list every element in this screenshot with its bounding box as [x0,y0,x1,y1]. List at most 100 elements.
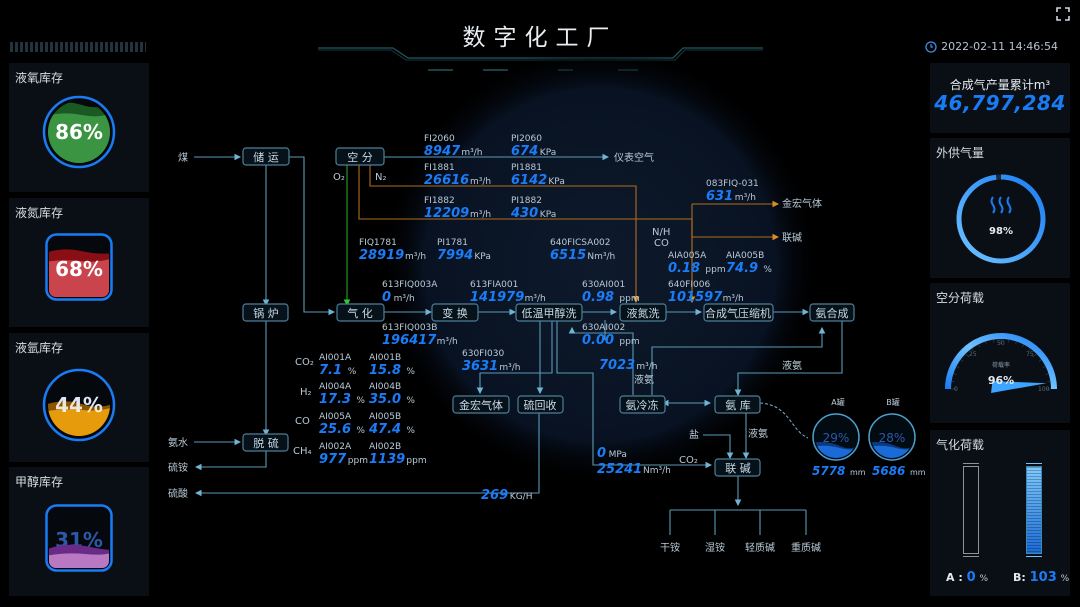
svg-text:液氮洗: 液氮洗 [627,306,660,320]
svg-text:氨冷冻: 氨冷冻 [626,398,659,412]
gauge-tick [977,344,981,348]
gauge-ticks [951,339,1051,390]
reading-unit: % [406,426,415,436]
gauge-tick [960,359,964,362]
reading-value: 269 [481,488,508,503]
node-syngas-compressor[interactable]: 合成气压缩机 [703,303,774,322]
reading-tag: 083FIQ-031 [706,179,759,189]
reading-tag: 630AI001 [582,280,625,290]
datetime-display: 2022-02-11 14:46:54 [925,40,1058,53]
node-shift[interactable]: 变 换 [431,303,479,322]
reading-unit: % [356,426,365,436]
fullscreen-icon[interactable] [1056,7,1070,21]
reading-tag: 613FIQ003A [382,280,438,290]
svg-text:锅 炉: 锅 炉 [253,307,279,320]
reading-unit: ppm [406,456,426,466]
gauge-label: 44% [55,393,103,417]
reading-unit: m³/h [636,362,657,372]
node-gasification[interactable]: 气 化 [336,303,385,322]
reading-value: 7.1 [319,363,342,378]
svg-text:储 运: 储 运 [253,150,279,164]
node-rectisol[interactable]: 低温甲醇洗 [515,303,583,322]
label-sulfuric-acid: 硫酸 [168,487,188,500]
reading-tag: PI1882 [511,196,542,206]
reading-value: 25241 [597,462,642,477]
gauge-tick [985,341,987,345]
node-air-separation[interactable]: 空 分 [335,147,385,166]
gauge-tick [1045,373,1049,375]
node-soda-ash[interactable]: 联 碱 [714,458,761,477]
tick-label: 0 [954,386,958,393]
node-ammonia-synthesis[interactable]: 氨合成 [809,303,855,322]
panel-title: 液氧库存 [15,71,64,85]
node-sulfur-recovery[interactable]: 硫回收 [517,395,564,414]
node-ammonia-storage[interactable]: 氨 库 [714,395,761,414]
panel-title: 气化荷载 [936,438,985,452]
reading-tag: AIA005A [668,251,707,261]
reading-unit: m³/h [461,148,482,158]
reading-unit: m³/h [470,177,491,187]
tank-name: B罐 [886,397,900,407]
supply-ring-arc [956,174,1046,264]
reading-unit: % [763,265,772,275]
reading-tag: FI2060 [424,134,455,144]
reading-tag: AI005B [369,412,401,422]
reading-unit: m³/h [405,252,426,262]
reading-value: 12209 [424,206,469,221]
svg-text:变 换: 变 换 [442,306,468,320]
reading-value: 674 [511,144,538,159]
tank-level: 5778 [812,464,845,478]
label-liquid-ammonia: 液氨 [634,373,654,386]
supply-ring-gauge: 98% [956,174,1046,264]
gasifier-b-readout: B: 103 % [1013,570,1069,585]
reading-value: 25.6 [319,422,351,437]
gauge-tick [1028,348,1031,352]
reading-unit: % [406,367,415,377]
flow-lines [194,153,843,535]
reading-tag: AI005A [319,412,352,422]
reading-value: 28919 [359,248,404,263]
reading-tag: PI2060 [511,134,542,144]
gauge-tick [1042,365,1046,369]
reading-unit: m³/h [437,337,458,347]
node-desulfurization[interactable]: 脱 硫 [242,433,289,452]
gasifier-b-cap [1026,463,1042,464]
node-storage[interactable]: 储 运 [242,147,290,166]
node-nitrogen-wash[interactable]: 液氮洗 [619,303,667,322]
gauge-tick [1038,359,1042,362]
reading-unit: ppm [705,265,725,275]
gasifier-a-cap [963,556,979,557]
tick-label: 75 [1026,351,1034,358]
liquid-oxygen-gauge: 86% [42,95,116,169]
gauge-tick [956,365,960,369]
clock-icon [925,40,937,53]
air-separation-gauge: 0 25 50 75 100 荷载率 96% [945,333,1057,393]
reading-tag: 613FIQ003B [382,323,437,333]
reading-tag: 630AI002 [582,323,625,333]
tank-percent: 29% [823,431,850,445]
node-boiler[interactable]: 锅 炉 [242,303,289,322]
node-ammonia-refrigeration[interactable]: 氨冷冻 [619,395,666,414]
reading-unit: % [348,367,357,377]
product-light-soda: 轻质碱 [745,541,775,554]
svg-text:空 分: 空 分 [347,150,373,164]
svg-text:金宏气体: 金宏气体 [459,398,503,412]
svg-text:脱 硫: 脱 硫 [253,436,279,450]
gasifier-b-value: 103 [1029,570,1057,585]
node-jinhong-gas[interactable]: 金宏气体 [452,395,510,414]
reading-unit: m³/h [723,294,744,304]
air-separation-load-panel: 空分荷载 0 25 50 75 100 荷载率 96% [930,283,1070,423]
